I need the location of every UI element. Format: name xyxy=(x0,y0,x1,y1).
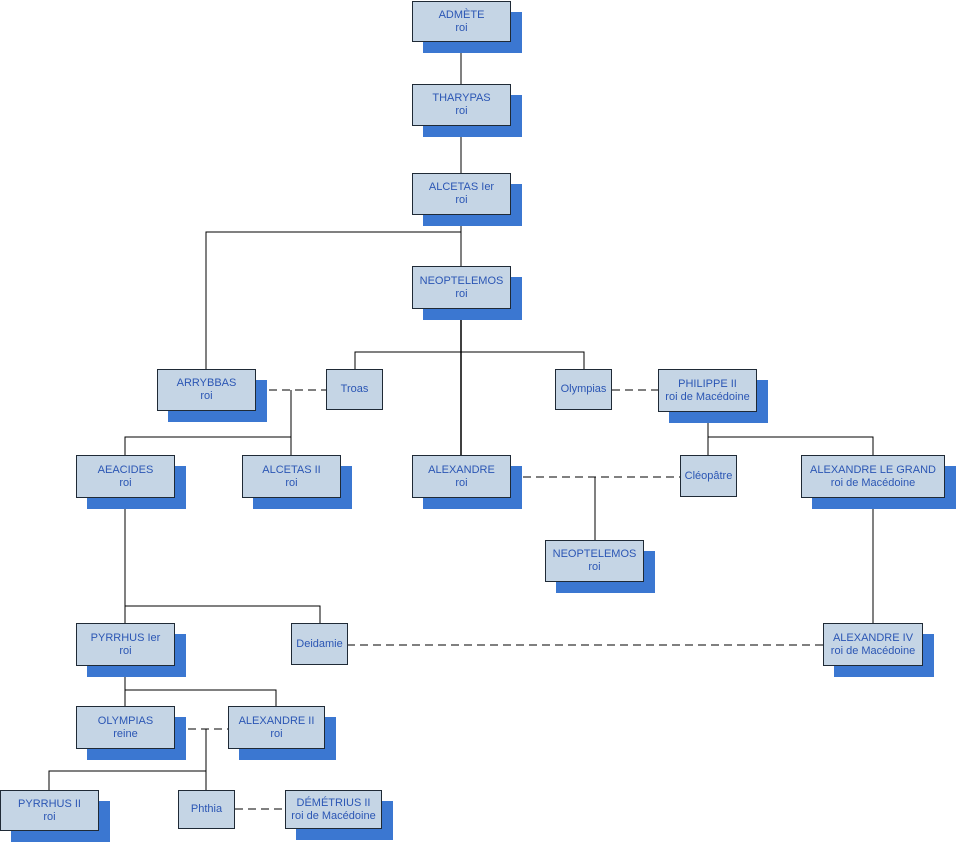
person-title: roi xyxy=(43,810,56,823)
person-title: reine xyxy=(113,727,138,740)
person-title: roi xyxy=(455,194,468,206)
person-title: roi xyxy=(455,21,468,34)
person-title: roi xyxy=(270,727,283,740)
person-title: roi de Macédoine xyxy=(830,476,916,489)
person-title: roi de Macédoine xyxy=(830,644,916,657)
person-name: ALEXANDRE II xyxy=(238,714,315,727)
line-alcetas1-arrybbas xyxy=(205,231,461,369)
person-name: AEACIDES xyxy=(97,463,154,476)
person-title: roi xyxy=(119,644,132,657)
person-name: ADMÈTE xyxy=(438,8,485,21)
node-deidamie: Deidamie xyxy=(291,623,348,665)
person-name: Troas xyxy=(340,383,369,395)
line-pyrrhus2 xyxy=(48,770,206,790)
person-title: roi xyxy=(200,390,213,402)
person-name: Olympias xyxy=(560,383,607,395)
line-aeacides-alcetas2 xyxy=(124,390,292,455)
person-title: roi xyxy=(455,476,468,489)
person-name: NEOPTELEMOS xyxy=(552,548,637,560)
person-name: ALEXANDRE xyxy=(428,463,495,476)
node-olympias-mother: Olympias xyxy=(555,369,612,410)
node-troas: Troas xyxy=(326,369,383,410)
person-name: DÉMÉTRIUS II xyxy=(296,796,371,809)
line-pyrrhus1-alexandre2 xyxy=(125,689,277,706)
person-name: Phthia xyxy=(190,803,223,815)
person-title: roi xyxy=(455,287,468,300)
person-name: OLYMPIAS xyxy=(97,714,154,727)
person-name: PYRRHUS Ier xyxy=(90,631,161,644)
person-title: roi de Macédoine xyxy=(665,390,750,403)
line-philippe-children xyxy=(707,412,874,455)
person-name: THARYPAS xyxy=(432,92,491,104)
person-name: ALEXANDRE LE GRAND xyxy=(810,463,936,476)
person-name: ALCETAS II xyxy=(262,463,321,476)
person-name: ARRYBBAS xyxy=(176,377,237,389)
person-title: roi de Macédoine xyxy=(291,809,376,822)
person-name: ALCETAS Ier xyxy=(428,181,495,193)
person-name: PYRRHUS II xyxy=(18,797,81,810)
person-name: Deidamie xyxy=(296,637,343,650)
person-title: roi xyxy=(119,476,132,489)
person-title: roi xyxy=(285,476,298,489)
line-aeacides-deidamie xyxy=(125,605,321,623)
node-phthia: Phthia xyxy=(178,790,235,829)
person-title: roi xyxy=(588,561,601,573)
person-name: ALEXANDRE IV xyxy=(832,631,914,644)
person-name: Cléopâtre xyxy=(684,469,733,482)
person-title: roi xyxy=(455,105,468,117)
person-name: NEOPTELEMOS xyxy=(419,274,504,287)
person-name: PHILIPPE II xyxy=(678,377,737,390)
line-neoptelemos1-children xyxy=(354,351,585,369)
node-cleopatre: Cléopâtre xyxy=(680,455,737,497)
